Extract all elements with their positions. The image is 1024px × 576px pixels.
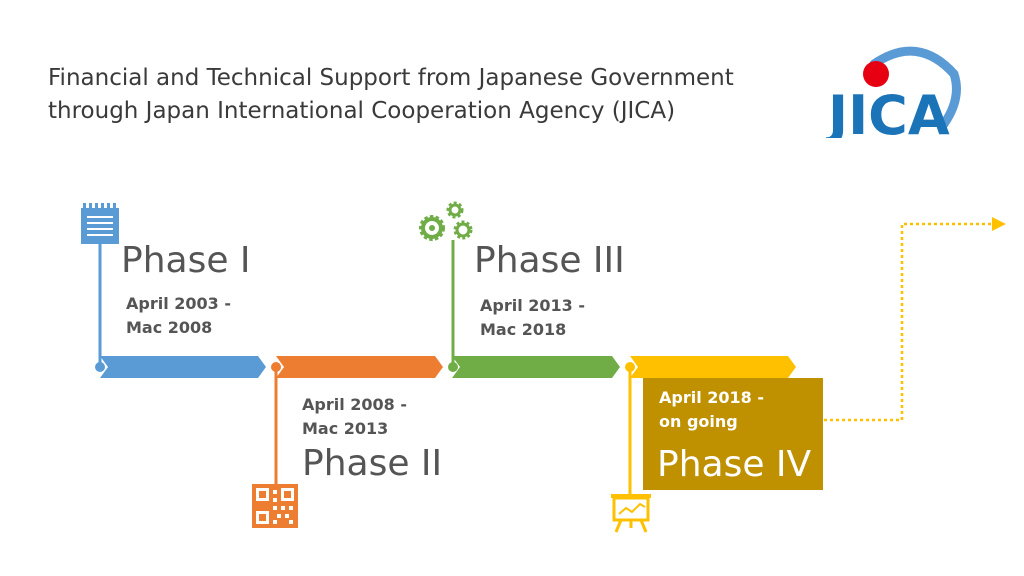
notepad-icon <box>81 203 119 244</box>
phase2-dates: April 2008 - Mac 2013 <box>302 393 407 441</box>
phase1-dates: April 2003 - Mac 2008 <box>126 292 231 340</box>
phase4-box: April 2018 - on going Phase IV <box>643 378 823 490</box>
phase3-title: Phase III <box>474 240 625 281</box>
phase1-dates-line2: Mac 2008 <box>126 318 213 337</box>
phase2-dot <box>271 362 281 372</box>
title-line-1: Financial and Technical Support from Jap… <box>48 65 734 91</box>
presentation-board-icon <box>611 494 651 533</box>
phase4-title: Phase IV <box>657 444 812 485</box>
phase1-arrow <box>100 356 266 378</box>
phase4-dates-line1: April 2018 - <box>659 388 765 407</box>
continuation-dotted-line <box>800 222 994 422</box>
phase3-arrow <box>452 356 620 378</box>
logo-text: JICA <box>826 84 950 138</box>
phase4-arrow <box>630 356 796 378</box>
jica-logo: JICA <box>826 46 961 138</box>
phase4-dates-line2: on going <box>659 412 738 431</box>
qr-code-icon <box>252 484 298 528</box>
phase1-title: Phase I <box>121 240 251 281</box>
phase2-dates-line2: Mac 2013 <box>302 419 389 438</box>
phase2-arrow <box>276 356 443 378</box>
continuation-arrowhead <box>992 217 1006 231</box>
phase2-title: Phase II <box>302 443 443 484</box>
logo-red-dot <box>863 61 889 87</box>
phase3-dates-line2: Mac 2018 <box>480 320 567 339</box>
phase1-dates-line1: April 2003 - <box>126 294 232 313</box>
gears-icon <box>419 201 473 241</box>
phase4-dates: April 2018 - on going <box>659 386 764 434</box>
phase3-dates-line1: April 2013 - <box>480 296 586 315</box>
phase4-dot <box>625 362 635 372</box>
slide-title: Financial and Technical Support from Jap… <box>48 62 734 128</box>
title-line-2: through Japan International Cooperation … <box>48 98 676 124</box>
phase1-dot <box>95 362 105 372</box>
phase3-dates: April 2013 - Mac 2018 <box>480 294 585 342</box>
logo-arc <box>869 46 961 129</box>
phase2-dates-line1: April 2008 - <box>302 395 408 414</box>
phase3-dot <box>448 362 458 372</box>
